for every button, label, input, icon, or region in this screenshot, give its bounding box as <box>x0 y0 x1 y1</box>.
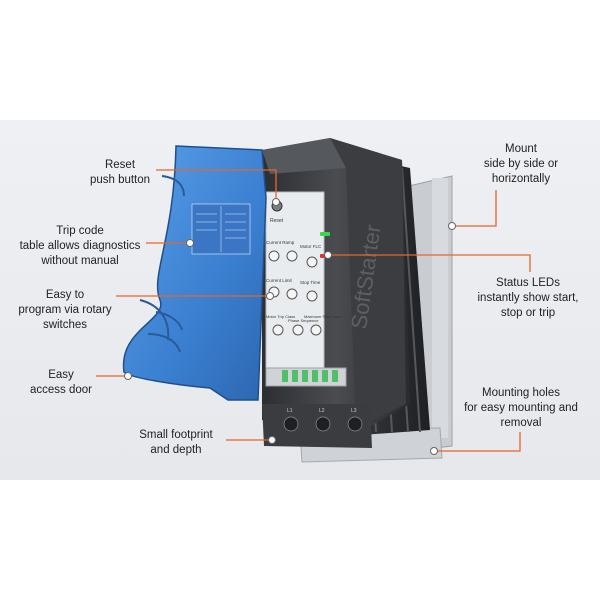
leader-leds <box>330 254 531 272</box>
callout-leds: Status LEDs instantly show start, stop o… <box>462 276 594 321</box>
access-door <box>122 145 267 401</box>
leader-mount <box>452 190 497 227</box>
terminal-label-l2: L2 <box>319 408 325 414</box>
callout-holes-line-2: for easy mounting and <box>464 402 578 414</box>
panel-label-current-limit: Current Limit <box>266 278 293 283</box>
panel-label-motor-trip-class: Motor Trip Class <box>266 314 295 319</box>
callout-footprint: Small footprint and depth <box>126 428 226 458</box>
terminal-block <box>282 370 338 382</box>
callout-trip-code-line-1: Trip code <box>56 225 104 237</box>
panel-label-max-start-time: Maximum Start Time <box>304 314 341 319</box>
callout-rotary-line-2: program via rotary <box>18 304 112 316</box>
callout-trip-code-line-3: without manual <box>41 255 119 267</box>
callout-rotary-line-1: Easy to <box>45 289 85 301</box>
callout-trip-code: Trip code table allows diagnostics witho… <box>12 224 148 269</box>
control-panel: Reset Current Ramp Motor FLC Current Lim… <box>265 191 347 387</box>
panel-label-stop-time: Stop Time <box>300 280 321 285</box>
power-terminals: L1 L2 L3 <box>262 404 372 448</box>
callout-lines <box>96 169 531 452</box>
leader-reset <box>156 169 277 200</box>
callout-door-line-2: access door <box>29 384 92 396</box>
panel-label-phase-sequence: Phase Sequence <box>288 318 319 323</box>
panel-label-reset: Reset <box>270 218 284 224</box>
callout-trip-code-line-2: table allows diagnostics <box>19 240 141 252</box>
callout-door: Easy access door <box>24 368 98 398</box>
callout-rotary: Easy to program via rotary switches <box>12 288 118 333</box>
callout-reset: Reset push button <box>76 158 164 188</box>
callout-anchors <box>124 198 456 455</box>
terminal-label-l3: L3 <box>351 408 357 414</box>
callout-leds-line-1: Status LEDs <box>496 277 560 289</box>
callout-holes-line-3: removal <box>500 417 542 429</box>
callout-reset-line-2: push button <box>89 174 151 186</box>
callout-door-line-1: Easy <box>48 369 74 381</box>
callout-mount-line-2: side by side or <box>483 158 559 170</box>
callout-footprint-line-2: and depth <box>150 444 202 456</box>
callout-mount-line-3: horizontally <box>491 173 551 185</box>
panel-label-motor-flc: Motor FLC <box>300 244 322 249</box>
callout-holes: Mounting holes for easy mounting and rem… <box>448 386 594 431</box>
callout-rotary-line-3: switches <box>42 319 88 331</box>
callout-leds-line-2: instantly show start, <box>477 292 579 304</box>
leader-holes <box>434 432 521 452</box>
callout-footprint-line-1: Small footprint <box>139 429 213 441</box>
panel-label-current-ramp: Current Ramp <box>266 240 295 245</box>
callout-holes-line-1: Mounting holes <box>482 387 560 399</box>
callout-mount: Mount side by side or horizontally <box>456 142 586 187</box>
led-green <box>320 232 330 236</box>
callout-leds-line-3: stop or trip <box>500 307 556 319</box>
callout-mount-line-1: Mount <box>505 143 537 155</box>
callout-reset-line-1: Reset <box>104 159 136 171</box>
terminal-label-l1: L1 <box>287 408 293 414</box>
rotary-switches <box>268 250 322 336</box>
